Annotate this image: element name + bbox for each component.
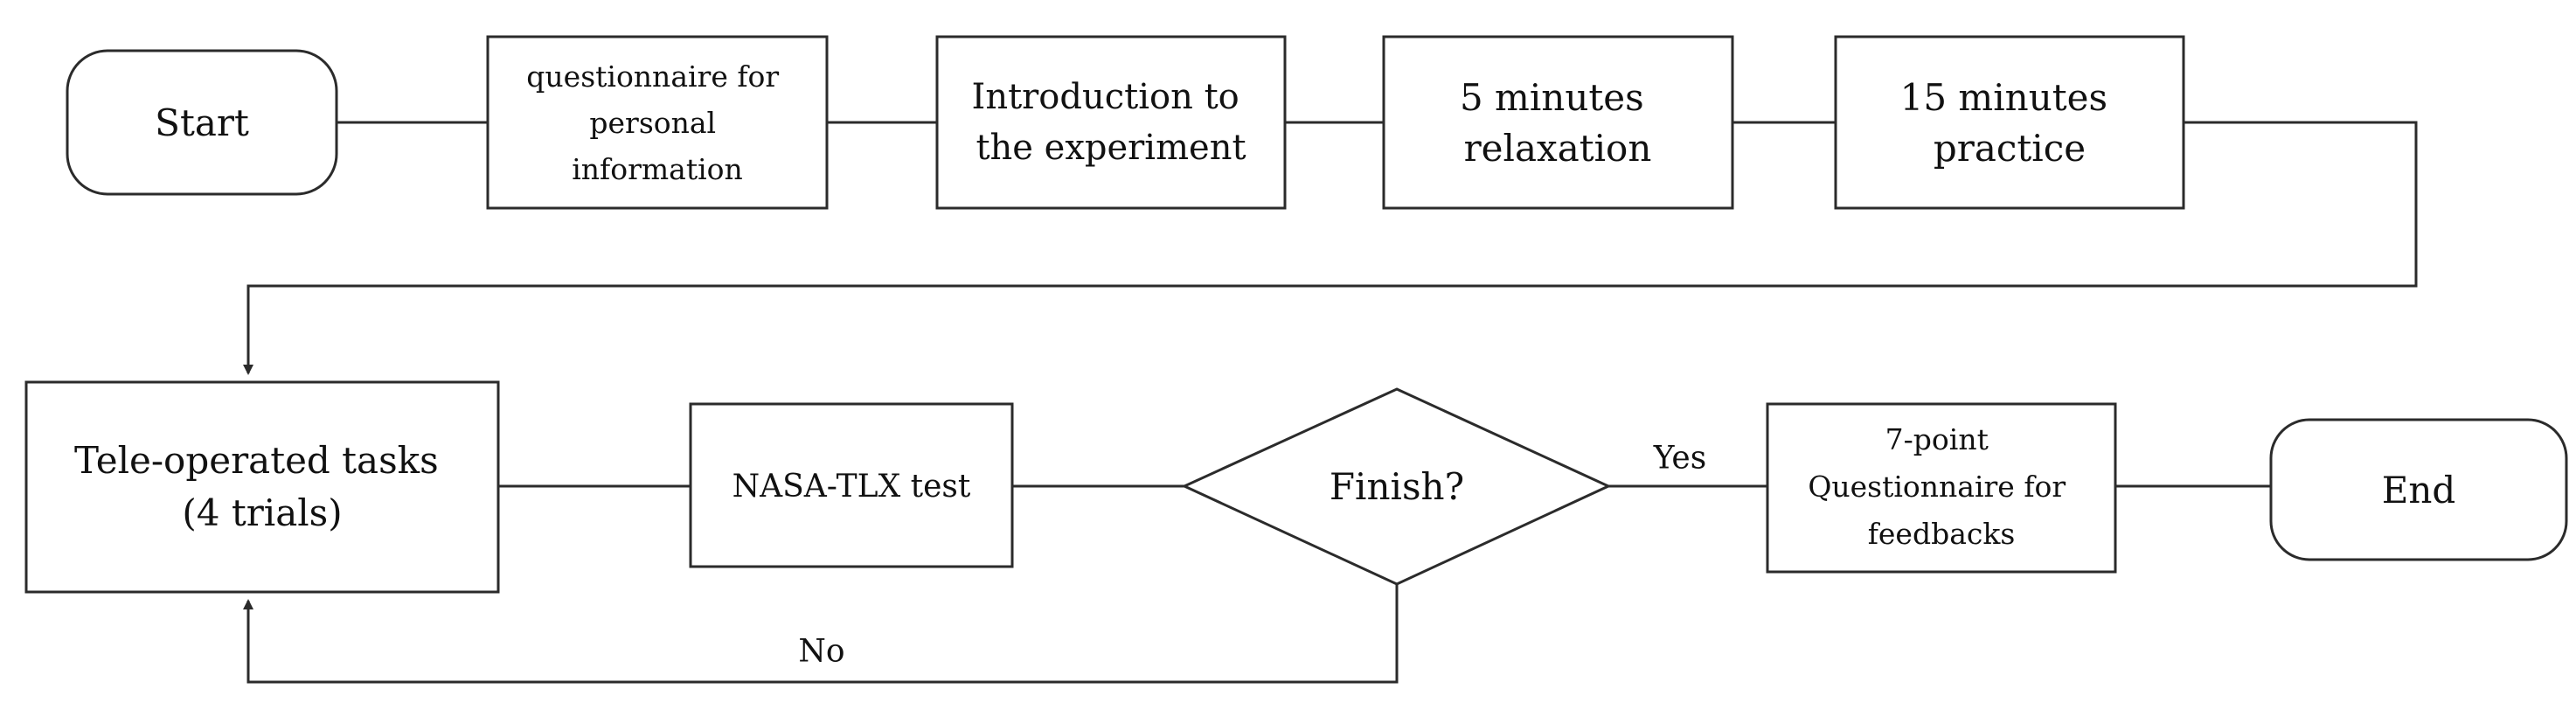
teleoperated-tasks-label: Tele-operated tasks (4 trials) — [74, 439, 450, 534]
relaxation-box — [1382, 35, 1734, 210]
introduction-line: Introduction to — [972, 77, 1239, 117]
questionnaire-personal-line: personal — [589, 106, 716, 140]
nasa-tlx-line: NASA-TLX test — [733, 469, 971, 505]
practice-label: 15 minutes practice — [1900, 76, 2120, 170]
start-label-line: Start — [155, 101, 249, 144]
teleoperated-tasks-box — [24, 380, 500, 594]
practice-box — [1834, 35, 2185, 210]
questionnaire-personal-line: information — [572, 152, 743, 186]
finish-label: Finish? — [1330, 465, 1464, 508]
relaxation-line: 5 minutes — [1460, 76, 1644, 119]
edge-label-yes: Yes — [1653, 441, 1706, 477]
questionnaire-feedback-label: 7-point Questionnaire for feedbacks — [1808, 422, 2074, 551]
teleoperated-tasks-line: Tele-operated tasks — [74, 439, 439, 482]
questionnaire-feedback-line: 7-point — [1885, 422, 1989, 456]
end-label-line: End — [2382, 469, 2456, 512]
nasa-tlx-box — [689, 402, 1014, 568]
questionnaire-feedback-box — [1766, 402, 2117, 574]
teleoperated-tasks-line: (4 trials) — [182, 491, 342, 534]
practice-line: 15 minutes — [1900, 76, 2107, 119]
questionnaire-personal-label: questionnaire for personal information — [526, 59, 788, 186]
edge-finish-no — [243, 584, 1399, 684]
questionnaire-personal-box — [486, 35, 829, 210]
questionnaire-feedback-line: feedbacks — [1868, 517, 2016, 551]
start-terminator — [66, 49, 338, 196]
relaxation-line: relaxation — [1464, 127, 1652, 170]
introduction-box — [935, 35, 1287, 210]
end-terminator — [2269, 418, 2568, 561]
nasa-tlx-label: NASA-TLX test — [733, 469, 971, 505]
start-label: Start — [155, 101, 249, 144]
relaxation-label: 5 minutes relaxation — [1460, 76, 1656, 170]
edge-label-no: No — [798, 634, 844, 670]
questionnaire-feedback-line: Questionnaire for — [1808, 470, 2066, 504]
edge-practice-to-teleoperated — [243, 121, 2418, 375]
finish-line: Finish? — [1330, 465, 1464, 508]
questionnaire-personal-line: questionnaire for — [526, 59, 779, 94]
finish-decision — [1181, 387, 1612, 586]
practice-line: practice — [1934, 127, 2086, 170]
introduction-label: Introduction to the experiment — [972, 77, 1251, 168]
introduction-line: the experiment — [976, 128, 1246, 168]
end-label: End — [2382, 469, 2456, 512]
